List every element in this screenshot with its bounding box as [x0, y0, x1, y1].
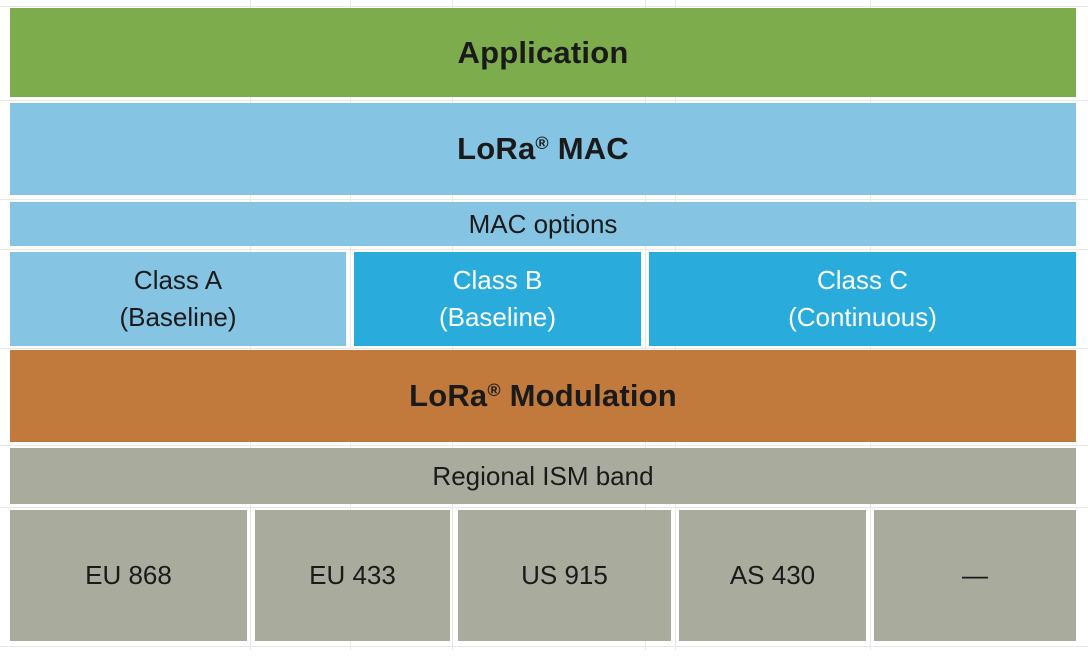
class-b-name: Class B: [452, 265, 543, 295]
band-cell-eu-868: EU 868: [10, 510, 247, 641]
grid-line: [0, 249, 1088, 250]
grid-line: [645, 0, 646, 650]
band-label: AS 430: [729, 560, 816, 590]
grid-line: [0, 445, 1088, 446]
class-a-cell: Class A (Baseline): [10, 252, 346, 346]
grid-line: [0, 6, 1088, 7]
class-a-name: Class A: [133, 265, 223, 295]
layer-lora-mac: LoRa® MAC: [10, 103, 1076, 195]
class-b-qualifier: (Baseline): [438, 302, 557, 332]
layer-regional-ism-band-label: Regional ISM band: [432, 460, 654, 491]
band-cell-other: —: [874, 510, 1076, 641]
registered-trademark-icon: ®: [535, 133, 549, 154]
band-cell-us-915: US 915: [458, 510, 671, 641]
class-c-cell: Class C (Continuous): [649, 252, 1076, 346]
layer-lora-modulation-label: LoRa® Modulation: [409, 378, 677, 413]
layer-regional-ism-band: Regional ISM band: [10, 448, 1076, 504]
band-label: EU 868: [85, 560, 172, 590]
registered-trademark-icon: ®: [487, 380, 501, 401]
layer-application-label: Application: [457, 34, 629, 70]
grid-line: [0, 646, 1088, 647]
band-label: —: [962, 560, 988, 590]
band-cell-eu-433: EU 433: [255, 510, 450, 641]
layer-application: Application: [10, 8, 1076, 97]
class-c-qualifier: (Continuous): [788, 302, 937, 332]
band-label: US 915: [521, 560, 608, 590]
band-cell-as-430: AS 430: [679, 510, 866, 641]
layer-mac-options: MAC options: [10, 202, 1076, 246]
layer-lora-modulation: LoRa® Modulation: [10, 350, 1076, 442]
grid-line: [350, 0, 351, 650]
class-c-name: Class C: [816, 265, 908, 295]
class-b-cell: Class B (Baseline): [354, 252, 641, 346]
grid-line: [0, 199, 1088, 200]
layer-lora-mac-label: LoRa® MAC: [457, 131, 629, 166]
layer-mac-options-label: MAC options: [468, 208, 618, 239]
grid-line: [0, 100, 1088, 101]
band-label: EU 433: [309, 560, 396, 590]
class-a-qualifier: (Baseline): [119, 302, 237, 332]
grid-line: [0, 348, 1088, 349]
grid-line: [0, 507, 1088, 508]
